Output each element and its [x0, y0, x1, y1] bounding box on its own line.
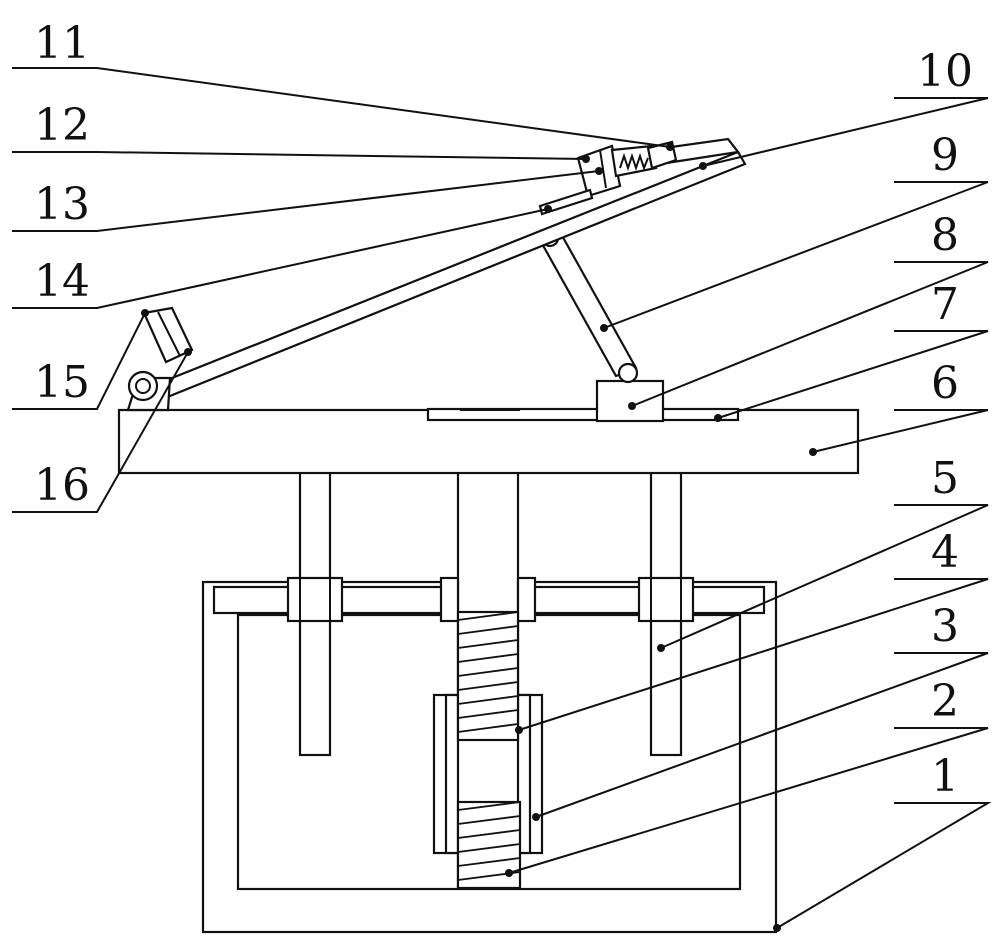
inclined-board [150, 137, 747, 402]
part-label-6: 6 [931, 358, 959, 409]
stop-plate [142, 306, 194, 364]
part-label-8: 8 [931, 210, 959, 261]
leader-lines [12, 67, 992, 929]
slider-block [595, 379, 665, 423]
left-vertical-post [286, 468, 344, 757]
part-label-15: 15 [34, 357, 90, 408]
part-label-16: 16 [34, 460, 90, 511]
leader-dots [141, 143, 817, 932]
part-label-13: 13 [34, 179, 90, 230]
part-label-7: 7 [931, 279, 959, 330]
part-numbers: 11 12 13 14 15 16 10 9 8 7 6 5 4 3 2 1 [34, 18, 973, 802]
part-label-1: 1 [931, 751, 959, 802]
part-label-11: 11 [34, 18, 90, 69]
part-label-4: 4 [931, 527, 959, 578]
part-label-3: 3 [931, 601, 959, 652]
part-label-10: 10 [917, 46, 973, 97]
pivot-hinge [126, 370, 172, 412]
part-label-14: 14 [34, 256, 90, 307]
slide-rail [426, 407, 740, 422]
part-label-2: 2 [931, 676, 959, 727]
part-label-9: 9 [931, 130, 959, 181]
upper-worm-gear [456, 610, 520, 742]
part-label-5: 5 [931, 453, 959, 504]
support-link [538, 228, 639, 384]
right-vertical-post [637, 468, 695, 757]
part-label-12: 12 [34, 100, 90, 151]
